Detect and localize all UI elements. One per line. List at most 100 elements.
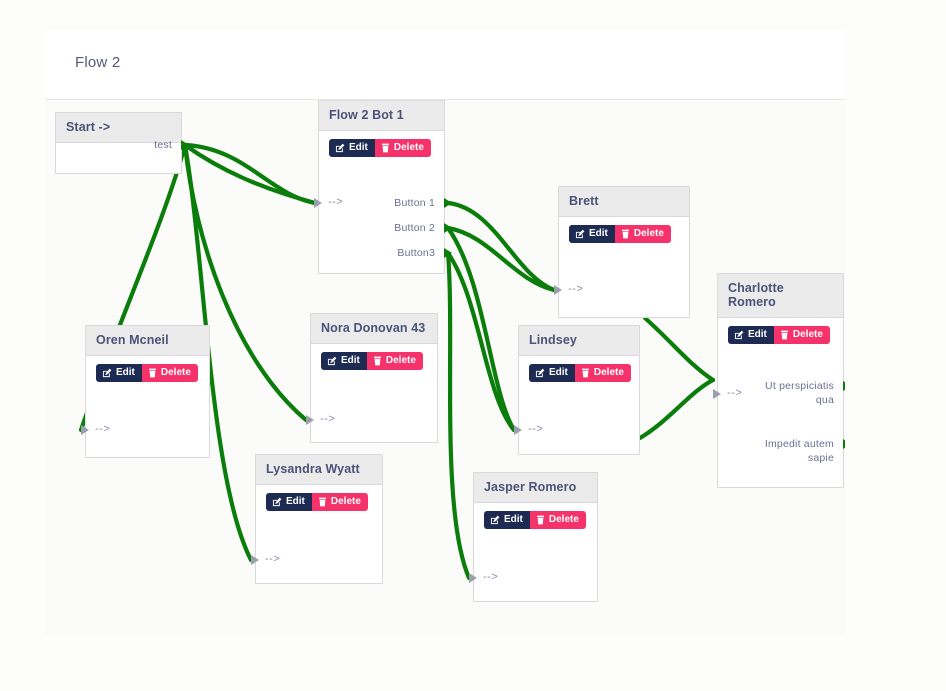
node-body: Edit Delete --> — [306, 344, 437, 441]
trash-icon — [373, 356, 381, 366]
trash-icon — [780, 330, 788, 340]
flow-edge[interactable] — [445, 225, 517, 433]
flow-edge[interactable] — [637, 377, 716, 441]
edit-button[interactable]: Edit — [529, 364, 575, 382]
flow-edge[interactable] — [445, 250, 517, 433]
output-handle-icon[interactable] — [843, 439, 845, 449]
delete-button[interactable]: Delete — [374, 139, 431, 157]
delete-button-label: Delete — [593, 367, 624, 378]
node-actions: Edit Delete — [474, 503, 597, 529]
delete-button-label: Delete — [393, 142, 424, 153]
flow-node-flow2bot1[interactable]: Flow 2 Bot 1 Edit Delete --> Button 1 Button … — [314, 100, 452, 274]
node-body: Edit Delete --> — [554, 217, 689, 316]
delete-button[interactable]: Delete — [773, 326, 830, 344]
edit-button-label: Edit — [116, 367, 135, 378]
delete-button[interactable]: Delete — [366, 352, 423, 370]
node-output-port[interactable]: Button 1 — [394, 197, 435, 209]
node-input-port[interactable]: --> — [265, 553, 281, 565]
delete-button[interactable]: Delete — [574, 364, 631, 382]
flow-edge[interactable] — [445, 200, 557, 293]
node-input-port[interactable]: --> — [328, 196, 344, 208]
flow-edge[interactable] — [182, 142, 318, 206]
node-actions: Edit Delete — [718, 318, 843, 344]
input-handle-icon[interactable] — [314, 198, 322, 208]
node-title: Flow 2 Bot 1 — [319, 101, 444, 131]
node-output-port[interactable]: Ut perspiciatis qua — [765, 380, 834, 407]
output-handle-icon[interactable] — [181, 140, 189, 150]
trash-icon — [581, 368, 589, 378]
flow-edge[interactable] — [182, 142, 318, 206]
node-title: Brett — [559, 187, 689, 217]
trash-icon — [318, 497, 326, 507]
output-handle-icon[interactable] — [444, 223, 452, 233]
flow-node-start[interactable]: Start ->test — [55, 112, 189, 174]
input-handle-icon[interactable] — [713, 389, 721, 399]
flow-edge[interactable] — [445, 225, 557, 293]
node-input-port[interactable]: --> — [483, 571, 499, 583]
edit-button[interactable]: Edit — [569, 225, 615, 243]
delete-button[interactable]: Delete — [141, 364, 198, 382]
edit-button-label: Edit — [748, 329, 767, 340]
node-output-port[interactable]: Button 2 — [394, 222, 435, 234]
edit-button[interactable]: Edit — [96, 364, 142, 382]
edit-button[interactable]: Edit — [484, 511, 530, 529]
delete-button-label: Delete — [633, 228, 664, 239]
input-handle-icon[interactable] — [81, 425, 89, 435]
edit-button[interactable]: Edit — [329, 139, 375, 157]
flow-edge[interactable] — [445, 250, 472, 581]
output-handle-icon[interactable] — [843, 381, 845, 391]
node-output-port[interactable]: Impedit autem sapie — [764, 438, 834, 465]
input-handle-icon[interactable] — [554, 285, 562, 295]
node-body: Edit Delete --> — [514, 356, 639, 453]
edit-button-label: Edit — [589, 228, 608, 239]
edit-button[interactable]: Edit — [266, 493, 312, 511]
delete-button-label: Delete — [792, 329, 823, 340]
node-output-port[interactable]: Button3 — [397, 247, 435, 259]
pen-to-square-icon — [272, 497, 282, 507]
delete-button[interactable]: Delete — [311, 493, 368, 511]
page-title: Flow 2 — [75, 54, 121, 71]
node-actions: Edit Delete — [319, 131, 444, 157]
input-handle-icon[interactable] — [306, 415, 314, 425]
trash-icon — [621, 229, 629, 239]
input-handle-icon[interactable] — [469, 573, 477, 583]
node-actions: Edit Delete — [311, 344, 437, 370]
edit-button[interactable]: Edit — [728, 326, 774, 344]
node-output-port[interactable]: test — [154, 139, 172, 151]
output-handle-icon[interactable] — [444, 198, 452, 208]
node-body: Edit Delete --> Button 1 Button 2 Button3 — [314, 131, 452, 272]
pen-to-square-icon — [734, 330, 744, 340]
node-input-port[interactable]: --> — [320, 413, 336, 425]
node-body: Edit Delete --> — [469, 503, 597, 600]
node-title: Oren Mcneil — [86, 326, 209, 356]
pen-to-square-icon — [335, 143, 345, 153]
node-input-port[interactable]: --> — [568, 283, 584, 295]
trash-icon — [536, 515, 544, 525]
node-title: Lysandra Wyatt — [256, 455, 382, 485]
delete-button[interactable]: Delete — [529, 511, 586, 529]
edit-button-label: Edit — [504, 514, 523, 525]
node-actions: Edit Delete — [519, 356, 639, 382]
node-input-port[interactable]: --> — [727, 387, 743, 399]
output-handle-icon[interactable] — [444, 248, 452, 258]
input-handle-icon[interactable] — [251, 555, 259, 565]
node-title: Charlotte Romero — [718, 274, 843, 318]
node-input-port[interactable]: --> — [95, 423, 111, 435]
delete-button-label: Delete — [385, 355, 416, 366]
flow-edge[interactable] — [642, 315, 716, 383]
node-input-port[interactable]: --> — [528, 423, 544, 435]
edit-button[interactable]: Edit — [321, 352, 367, 370]
trash-icon — [381, 143, 389, 153]
delete-button[interactable]: Delete — [614, 225, 671, 243]
input-handle-icon[interactable] — [514, 425, 522, 435]
